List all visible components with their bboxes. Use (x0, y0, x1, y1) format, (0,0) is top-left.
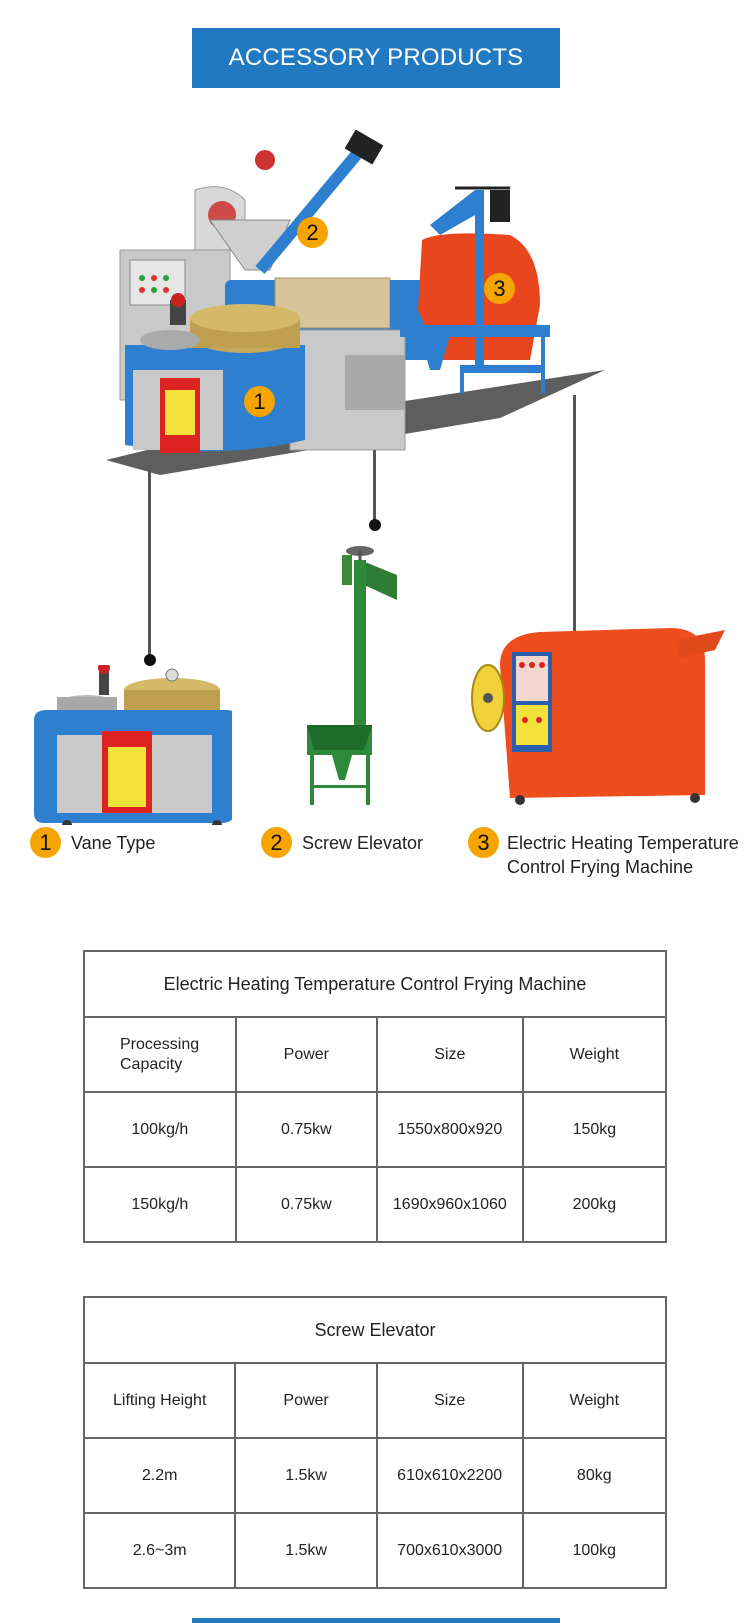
cell-power: 1.5kw (234, 1512, 378, 1589)
header-weight: Weight (521, 1016, 668, 1093)
section-title-banner: ACCESSORY PRODUCTS (192, 28, 560, 88)
cell-power: 1.5kw (234, 1437, 378, 1514)
header-power: Power (234, 1016, 378, 1093)
legend-item-vane-type: 1 Vane Type (30, 827, 155, 858)
header-line2: Capacity (120, 1055, 183, 1073)
number-badge-1: 1 (30, 827, 61, 858)
cell-size: 1550x800x920 (375, 1091, 524, 1168)
table-row: 2.6~3m 1.5kw 700x610x3000 100kg (82, 1512, 668, 1589)
connector-line-3 (573, 395, 576, 640)
header-processing-capacity: Processing Capacity (83, 1016, 237, 1093)
legend-label: Electric Heating Temperature Control Fry… (507, 827, 739, 879)
cell-power: 0.75kw (234, 1091, 378, 1168)
marker-number: 1 (253, 388, 266, 414)
marker-number: 3 (493, 275, 506, 301)
cell-power: 0.75kw (234, 1166, 378, 1243)
screw-elevator-product-image (302, 545, 412, 810)
cell-weight: 100kg (521, 1512, 668, 1589)
screw-elevator-illustration (307, 546, 397, 805)
legend-label: Vane Type (71, 833, 156, 853)
badge-number: 2 (270, 829, 283, 855)
legend-item-screw-elevator: 2 Screw Elevator (261, 827, 423, 858)
cell-lifting-height: 2.2m (82, 1437, 237, 1514)
legend-item-frying-machine: 3 Electric Heating Temperature Control F… (468, 827, 739, 879)
badge-number: 3 (477, 829, 490, 855)
number-badge-2: 2 (261, 827, 292, 858)
badge-number: 1 (39, 829, 52, 855)
table-row: 100kg/h 0.75kw 1550x800x920 150kg (83, 1091, 668, 1168)
marker-badge-3: 3 (484, 273, 515, 304)
production-line-image: 1 2 3 (100, 129, 640, 500)
table-row: 2.2m 1.5kw 610x610x2200 80kg (82, 1437, 668, 1514)
table-header-row: Processing Capacity Power Size Weight (83, 1016, 668, 1093)
cell-capacity: 150kg/h (83, 1166, 237, 1243)
header-size: Size (375, 1016, 524, 1093)
table-title: Screw Elevator (83, 1296, 667, 1364)
cell-lifting-height: 2.6~3m (82, 1512, 237, 1589)
header-line1: Processing (120, 1035, 200, 1053)
header-size: Size (375, 1362, 524, 1439)
connector-line-1 (148, 470, 151, 660)
cell-weight: 80kg (521, 1437, 668, 1514)
connector-line-2 (373, 450, 376, 520)
legend-label: Screw Elevator (302, 833, 424, 853)
table-title: Electric Heating Temperature Control Fry… (83, 950, 667, 1018)
legend-label-line1: Electric Heating Temperature (507, 833, 739, 853)
connector-dot-2 (369, 519, 381, 531)
connector-dot-1 (144, 654, 156, 666)
cell-weight: 150kg (521, 1091, 668, 1168)
frying-machine-product-image (470, 620, 732, 805)
legend-label-line2: Control Frying Machine (507, 857, 694, 877)
next-section-banner-edge (192, 1618, 560, 1623)
marker-badge-1: 1 (244, 386, 275, 417)
frying-machine-spec-table: Electric Heating Temperature Control Fry… (83, 950, 668, 1243)
production-line-illustration (106, 129, 605, 475)
vane-type-product-image (32, 662, 237, 830)
screw-elevator-spec-table: Screw Elevator Lifting Height Power Size… (82, 1296, 668, 1589)
table-row: 150kg/h 0.75kw 1690x960x1060 200kg (83, 1166, 668, 1243)
marker-number: 2 (306, 219, 319, 245)
section-title: ACCESSORY PRODUCTS (228, 44, 524, 71)
header-lifting-height: Lifting Height (82, 1362, 237, 1439)
marker-badge-2: 2 (297, 217, 328, 248)
cell-capacity: 100kg/h (83, 1091, 237, 1168)
cell-size: 1690x960x1060 (375, 1166, 524, 1243)
cell-size: 610x610x2200 (375, 1437, 524, 1514)
cell-weight: 200kg (521, 1166, 668, 1243)
table-header-row: Lifting Height Power Size Weight (82, 1362, 668, 1439)
frying-machine-illustration (471, 628, 725, 805)
header-power: Power (234, 1362, 378, 1439)
number-badge-3: 3 (468, 827, 499, 858)
vane-type-illustration (34, 662, 237, 830)
header-weight: Weight (521, 1362, 668, 1439)
cell-size: 700x610x3000 (375, 1512, 524, 1589)
